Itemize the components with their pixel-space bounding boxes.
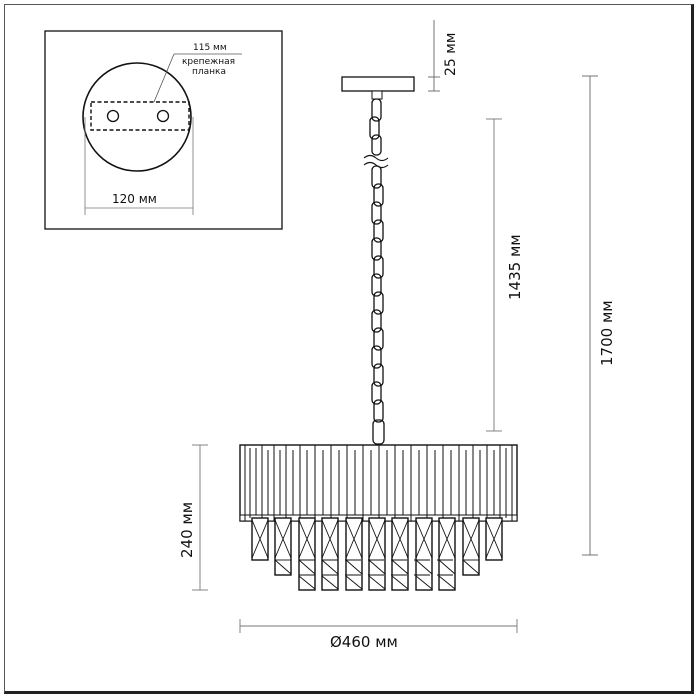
drawing-frame	[4, 4, 694, 694]
body-height-label: 240 мм	[178, 502, 196, 558]
canopy-diameter-label: 120 мм	[112, 192, 157, 206]
chandelier-body	[239, 444, 518, 591]
plate-width-label: 115 мм	[193, 43, 227, 53]
canopy-height-dim	[428, 20, 440, 92]
screw-hole-left-icon	[106, 109, 120, 123]
canopy-inset	[44, 30, 283, 230]
canopy-circle	[82, 62, 192, 172]
canopy-height-label: 25 мм	[443, 33, 459, 76]
chain-length-dim	[486, 118, 502, 432]
canopy	[341, 76, 415, 100]
chain	[363, 98, 389, 445]
total-height-label: 1700 мм	[598, 300, 616, 366]
plate-caption-1: крепежная	[182, 57, 235, 67]
total-height-dim	[582, 75, 598, 556]
diameter-label: Ø460 мм	[330, 633, 398, 651]
diameter-dim	[239, 619, 518, 633]
plate-caption-2: планка	[192, 67, 226, 77]
chain-length-label: 1435 мм	[506, 234, 524, 300]
screw-hole-right-icon	[156, 109, 170, 123]
mounting-plate-dashed	[90, 101, 190, 131]
body-height-dim	[192, 444, 208, 591]
